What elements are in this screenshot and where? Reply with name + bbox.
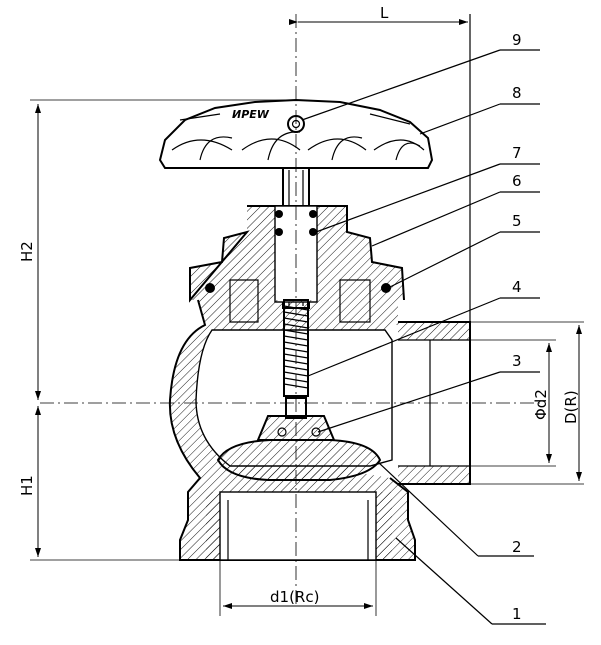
callout-1-number: 1 [512,605,522,623]
callout-4-number: 4 [512,278,522,296]
dimension-H1: H1 [18,406,180,561]
gasket-right [381,283,391,293]
center-lines [40,14,540,606]
callout-1: 1 [395,537,546,625]
callout-3-number: 3 [512,352,522,370]
dimension-D-label: D(R) [562,390,580,424]
dimension-d2-label: Φd2 [532,389,550,420]
callout-2: 2 [377,461,534,557]
handwheel-brand-text: ИРЕW [232,108,270,121]
callout-5: 5 [387,212,540,289]
callout-8: 8 [419,84,540,135]
o-rings [275,210,317,236]
handwheel-spokes [199,131,421,161]
dimension-H2-label: H2 [18,241,36,262]
callout-5-number: 5 [512,212,522,230]
dimension-L-label: L [380,4,389,22]
callout-7: 7 [315,144,540,233]
dimension-H1-label: H1 [18,475,36,496]
callout-3: 3 [317,352,540,433]
callout-8-number: 8 [512,84,522,102]
gasket-left [205,283,215,293]
callout-6: 6 [371,172,540,247]
dimension-H2: H2 [18,99,296,400]
callout-6-number: 6 [512,172,522,190]
dimension-d2: Φd2 [470,339,556,467]
callout-7-number: 7 [512,144,522,162]
callout-9: 9 [301,31,540,121]
dimension-d1: d1(Rc) [219,560,377,616]
disc-seat [216,439,382,481]
dimension-D: D(R) [470,321,584,485]
callout-4: 4 [307,278,540,377]
callout-2-number: 2 [512,538,522,556]
dimension-d1-label: d1(Rc) [270,588,319,606]
dimension-L: L [289,4,471,484]
callout-9-number: 9 [512,31,522,49]
handwheel: ИРЕW [158,98,434,169]
